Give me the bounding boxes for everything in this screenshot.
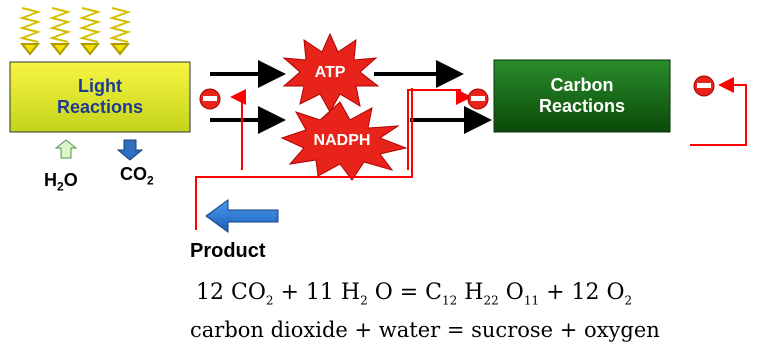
chemical-equation: 12 CO2 + 11 H2 O = C12 H22 O11 + 12 O2 (196, 280, 633, 308)
inhibition-icon (467, 88, 489, 110)
word-equation: carbon dioxide + water = sucrose + oxyge… (190, 318, 660, 342)
carbon-reactions-label: Carbon Reactions (494, 60, 670, 132)
nadph-burst (280, 101, 408, 181)
sunlight-arrow-icon (18, 7, 42, 56)
product-arrow-icon (205, 199, 279, 233)
sunlight-arrows (18, 7, 132, 56)
feedback-lines (195, 77, 747, 230)
light-reactions-line1: Light (78, 76, 122, 96)
light-reactions-label: Light Reactions (10, 62, 190, 132)
product-label: Product (190, 240, 266, 262)
carbon-reactions-box (493, 59, 671, 133)
sunlight-arrow-icon (78, 7, 102, 56)
light-reactions-line2: Reactions (56, 97, 144, 117)
carbon-reactions-line2: Reactions (538, 96, 626, 116)
carbon-reactions-line1: Carbon (550, 75, 614, 95)
light-reactions-box (9, 61, 191, 133)
inhibition-icon (693, 75, 715, 97)
co2-label: CO2 (120, 164, 154, 188)
sunlight-arrow-icon (108, 7, 132, 56)
nadph-label: NADPH (313, 132, 371, 149)
water-label: H2O (44, 170, 78, 194)
co2-arrow-icon (116, 139, 144, 161)
water-arrow-icon (54, 139, 78, 159)
atp-label: ATP (314, 64, 346, 81)
inhibition-icon (199, 88, 221, 110)
sunlight-arrow-icon (48, 7, 72, 56)
